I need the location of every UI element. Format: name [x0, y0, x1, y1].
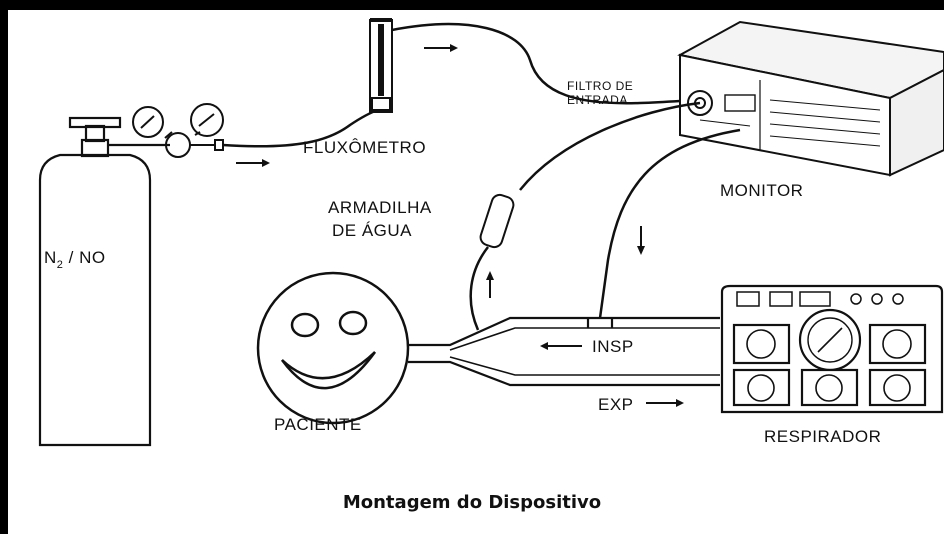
- monitor-label: MONITOR: [720, 181, 803, 200]
- arrow-left-insp: [540, 342, 582, 350]
- arrow-right-2: [424, 44, 458, 52]
- arrow-right-1: [236, 159, 270, 167]
- arrow-right-exp: [646, 399, 684, 407]
- water-trap-label-line2: DE ÁGUA: [332, 221, 412, 240]
- insp-label: INSP: [592, 337, 634, 356]
- sample-line-to-circuit: [469, 246, 489, 331]
- left-border: [0, 0, 8, 534]
- ventilator-label: RESPIRADOR: [764, 427, 881, 446]
- monitor-device: [677, 20, 944, 177]
- flowmeter: [369, 18, 393, 113]
- pressure-regulator: [132, 103, 224, 158]
- breathing-circuit: [408, 316, 720, 387]
- top-border: [0, 0, 944, 10]
- patient-face: [256, 271, 410, 425]
- sample-line-to-trap: [519, 101, 701, 191]
- arrow-up: [486, 271, 494, 298]
- exp-label: EXP: [598, 395, 634, 414]
- filter-label-line2: ENTRADA: [567, 93, 628, 107]
- water-trap: [479, 193, 515, 249]
- gas-label: N2 / NO: [44, 248, 106, 271]
- hose-to-monitor: [391, 22, 701, 105]
- patient-label: PACIENTE: [274, 415, 362, 434]
- injection-line: [598, 128, 741, 319]
- gas-cylinder: [38, 116, 170, 447]
- flowmeter-label: FLUXÔMETRO: [303, 138, 426, 157]
- water-trap-label-line1: ARMADILHA: [328, 198, 432, 217]
- arrow-down: [637, 226, 645, 255]
- figure-caption: Montagem do Dispositivo: [342, 492, 602, 513]
- ventilator-device: [720, 284, 944, 414]
- filter-label-line1: FILTRO DE: [567, 79, 633, 93]
